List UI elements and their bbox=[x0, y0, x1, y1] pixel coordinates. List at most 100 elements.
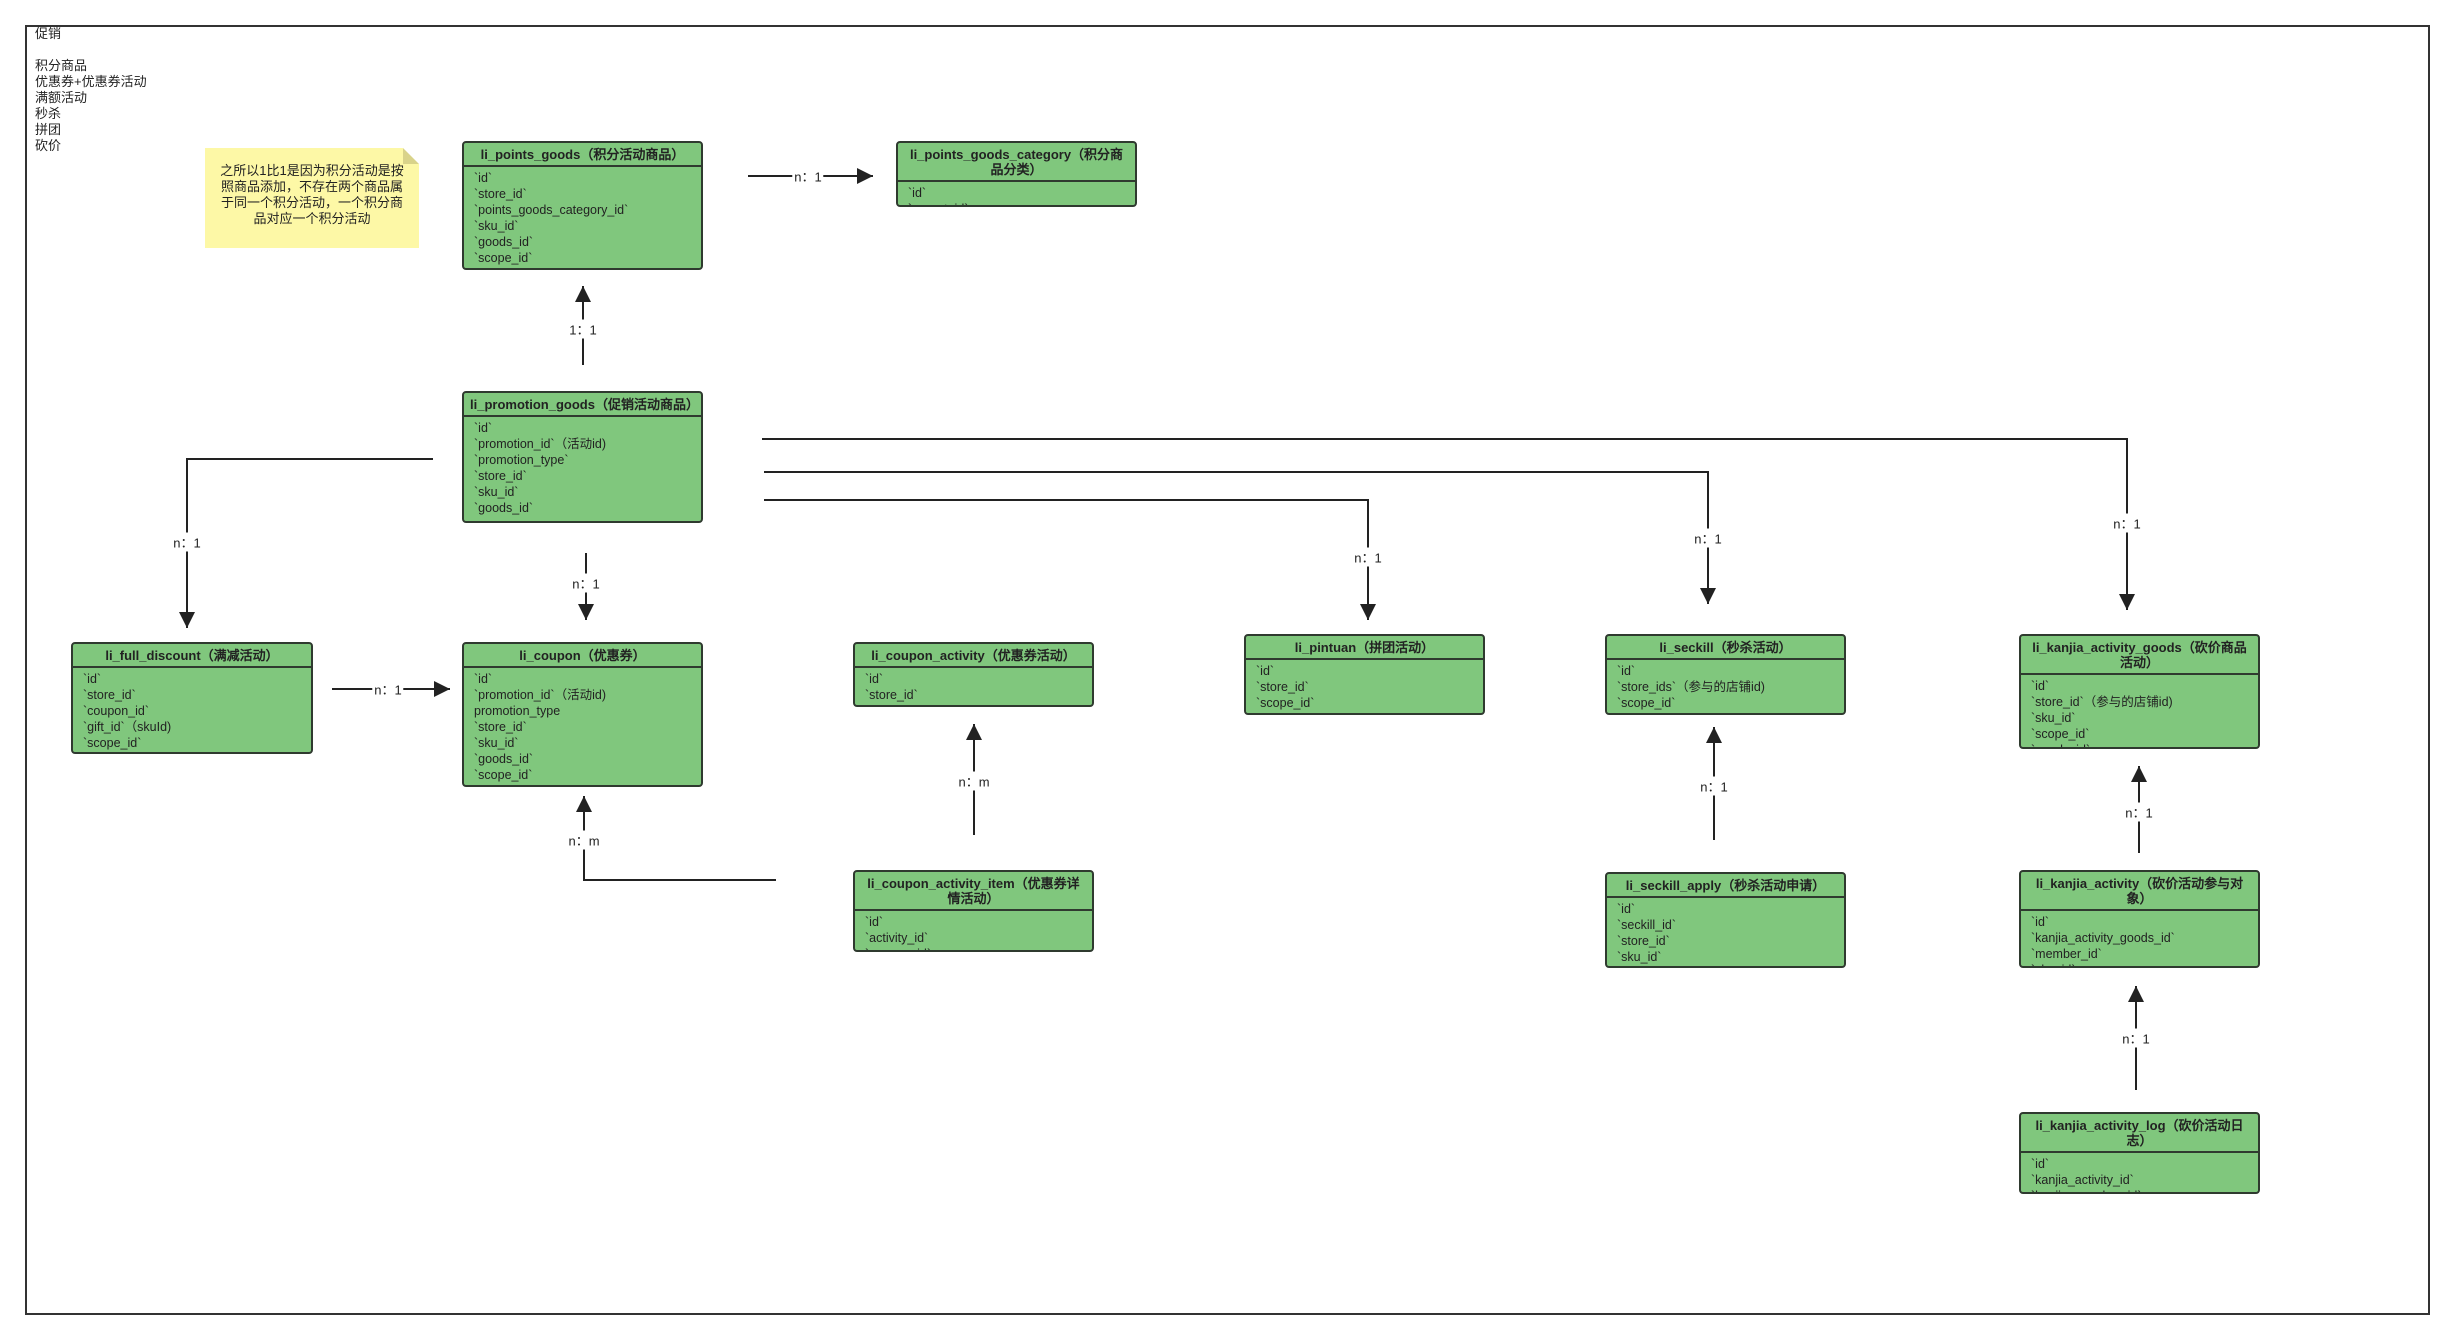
entity-fields: `id``parent_id` bbox=[898, 182, 1135, 205]
line-promo-to-seckill bbox=[764, 471, 1716, 604]
entity-li-points-goods[interactable]: li_points_goods（积分活动商品） `id``store_id``p… bbox=[462, 141, 703, 270]
entity-field: `id` bbox=[1617, 664, 1636, 678]
entity-field: `gift_id`（skuId) bbox=[83, 720, 172, 734]
entity-field: `id` bbox=[865, 915, 884, 929]
entity-field: `sku_id` bbox=[474, 736, 519, 750]
sticky-note: 之所以1比1是因为积分活动是按 照商品添加，不存在两个商品属 于同一个积分活动，… bbox=[205, 148, 419, 248]
entity-fields: `id` `store_ids`（参与的店铺id) `scope_id` bbox=[1607, 660, 1844, 713]
entity-field: `sku_id` bbox=[2031, 711, 2076, 725]
entity-title: li_kanjia_activity_goods（砍价商品活动） bbox=[2021, 636, 2258, 675]
entity-field: `store_id` bbox=[83, 688, 136, 702]
entity-title: li_coupon（优惠券） bbox=[464, 644, 701, 668]
entity-field: `points_goods_category_id` bbox=[474, 203, 629, 217]
entity-li-kanjia-activity[interactable]: li_kanjia_activity（砍价活动参与对象） `id``kanjia… bbox=[2019, 870, 2260, 968]
entity-li-full-discount[interactable]: li_full_discount（满减活动） `id` `store_id` `co… bbox=[71, 642, 313, 754]
entity-field: `id` bbox=[83, 672, 102, 686]
relation-label: n：1 bbox=[171, 532, 203, 552]
line-item-to-coupon bbox=[576, 796, 776, 881]
entity-field: `sku_id` bbox=[2031, 962, 2248, 966]
entity-title: li_kanjia_activity（砍价活动参与对象） bbox=[2021, 872, 2258, 911]
entity-field: `goods_id` bbox=[474, 235, 534, 249]
note-line: 品对应一个积分活动 bbox=[253, 211, 371, 226]
entity-title: li_pintuan（拼团活动） bbox=[1246, 636, 1483, 660]
entity-li-coupon-activity-item[interactable]: li_coupon_activity_item（优惠券详情活动） `id` `ac… bbox=[853, 870, 1094, 952]
entity-field: `id` bbox=[2031, 1157, 2050, 1171]
entity-field: promotion_type bbox=[474, 704, 561, 718]
entity-title: li_points_goods_category（积分商品分类） bbox=[898, 143, 1135, 182]
legend-item: 满额活动 bbox=[35, 90, 88, 105]
entity-field: `coupon_id` bbox=[865, 946, 1082, 950]
entity-field: `parent_id` bbox=[908, 201, 1125, 205]
line-promo-to-kanjia-goods bbox=[762, 438, 2135, 610]
relation-label: n：1 bbox=[2111, 513, 2143, 533]
entity-li-seckill[interactable]: li_seckill（秒杀活动） `id` `store_ids`（参与的店铺id… bbox=[1605, 634, 1846, 715]
entity-title: li_promotion_goods（促销活动商品） bbox=[464, 393, 701, 417]
legend-item: 优惠券+优惠券活动 bbox=[35, 74, 147, 89]
entity-li-kanjia-activity-log[interactable]: li_kanjia_activity_log（砍价活动日志） `id` `kanj… bbox=[2019, 1112, 2260, 1194]
entity-field: `sku_id` bbox=[474, 219, 519, 233]
entity-fields: `id``store_id` bbox=[855, 668, 1092, 705]
entity-field: `kanjia_activity_goods_id` bbox=[2031, 931, 2175, 945]
entity-title: li_kanjia_activity_log（砍价活动日志） bbox=[2021, 1114, 2258, 1153]
entity-li-coupon[interactable]: li_coupon（优惠券） `id``promotion_id`（活动id)p… bbox=[462, 642, 703, 787]
entity-field: `coupon_id` bbox=[83, 704, 150, 718]
entity-field: `store_ids`（参与的店铺id) bbox=[1617, 680, 1765, 694]
relation-label: n：1 bbox=[570, 573, 602, 593]
entity-li-points-goods-category[interactable]: li_points_goods_category（积分商品分类） `id``pa… bbox=[896, 141, 1137, 207]
entity-field: `scope_id` bbox=[1617, 696, 1676, 710]
entity-fields: `id``store_id``points_goods_category_id`… bbox=[464, 167, 701, 268]
entity-title: li_full_discount（满减活动） bbox=[73, 644, 311, 668]
entity-field: `id` bbox=[474, 421, 493, 435]
legend-item: 积分商品 bbox=[35, 58, 88, 73]
entity-field: `id` bbox=[2031, 679, 2050, 693]
relation-label: n：1 bbox=[372, 679, 404, 699]
entity-field: `sku_id` bbox=[474, 485, 519, 499]
entity-li-kanjia-activity-goods[interactable]: li_kanjia_activity_goods（砍价商品活动） `id``st… bbox=[2019, 634, 2260, 749]
entity-field: `store_id` bbox=[1256, 680, 1309, 694]
entity-field: `scope_id` bbox=[1256, 696, 1315, 710]
relation-label: n：1 bbox=[1352, 547, 1384, 567]
legend-title: 促销 bbox=[35, 26, 62, 41]
legend-item: 秒杀 bbox=[35, 106, 62, 121]
relation-label: n：m bbox=[956, 771, 992, 791]
entity-fields: `id``kanjia_activity_goods_id``member_id… bbox=[2021, 911, 2258, 966]
note-line: 之所以1比1是因为积分活动是按 bbox=[220, 163, 404, 178]
entity-title: li_seckill_apply（秒杀活动申请） bbox=[1607, 874, 1844, 898]
entity-li-seckill-apply[interactable]: li_seckill_apply（秒杀活动申请） `id``seckill_id… bbox=[1605, 872, 1846, 968]
entity-field: `store_id` bbox=[865, 688, 918, 702]
entity-li-pintuan[interactable]: li_pintuan（拼团活动） `id``store_id``scope_id… bbox=[1244, 634, 1485, 715]
entity-field: `scope_id` bbox=[83, 736, 142, 750]
entity-field: `promotion_type` bbox=[474, 453, 569, 467]
entity-field: `kanjia_activity_id` bbox=[2031, 1173, 2134, 1187]
entity-li-promotion-goods[interactable]: li_promotion_goods（促销活动商品） `id` `promotio… bbox=[462, 391, 703, 523]
entity-title: li_points_goods（积分活动商品） bbox=[464, 143, 701, 167]
entity-fields: `id` `activity_id``coupon_id` bbox=[855, 911, 1092, 950]
entity-field: `id` bbox=[1617, 902, 1636, 916]
entity-field: `scope_id` bbox=[2031, 727, 2090, 741]
entity-fields: `id``kanjia_activity_id``kanjia_member_i… bbox=[2021, 1153, 2258, 1192]
legend-item: 拼团 bbox=[35, 122, 62, 137]
line-promo-to-pintuan bbox=[764, 499, 1376, 620]
entity-field: `promotion_id`（活动id) bbox=[474, 437, 606, 451]
entity-fields: `id``store_id`（参与的店铺id)`sku_id``scope_id… bbox=[2021, 675, 2258, 747]
entity-field: `goods_id` bbox=[474, 752, 534, 766]
entity-li-coupon-activity[interactable]: li_coupon_activity（优惠券活动） `id``store_id` bbox=[853, 642, 1094, 707]
entity-field: `sku_id` bbox=[1617, 950, 1662, 964]
entity-field: `store_id` bbox=[474, 187, 527, 201]
entity-fields: `id``store_id``scope_id` bbox=[1246, 660, 1483, 713]
entity-field: `goods_id` bbox=[2031, 742, 2248, 747]
entity-field: `activity_id` bbox=[865, 931, 929, 945]
entity-field: `promotion_id`（活动id) bbox=[474, 688, 606, 702]
entity-title: li_coupon_activity（优惠券活动） bbox=[855, 644, 1092, 668]
relation-label: n：1 bbox=[2123, 802, 2155, 822]
entity-fields: `id` `promotion_id`（活动id) `promotion_type`… bbox=[464, 417, 701, 519]
entity-fields: `id` `store_id` `coupon_id` `gift_id`（skuId… bbox=[73, 668, 311, 752]
note-line: 照商品添加，不存在两个商品属 bbox=[220, 179, 403, 194]
legend-item: 砍价 bbox=[35, 138, 62, 153]
entity-title: li_coupon_activity_item（优惠券详情活动） bbox=[855, 872, 1092, 911]
entity-field: `id` bbox=[908, 186, 927, 200]
relation-label: n：1 bbox=[2120, 1028, 2152, 1048]
note-line: 于同一个积分活动，一个积分商 bbox=[220, 195, 403, 210]
entity-title: li_seckill（秒杀活动） bbox=[1607, 636, 1844, 660]
relation-label: n：1 bbox=[1698, 776, 1730, 796]
